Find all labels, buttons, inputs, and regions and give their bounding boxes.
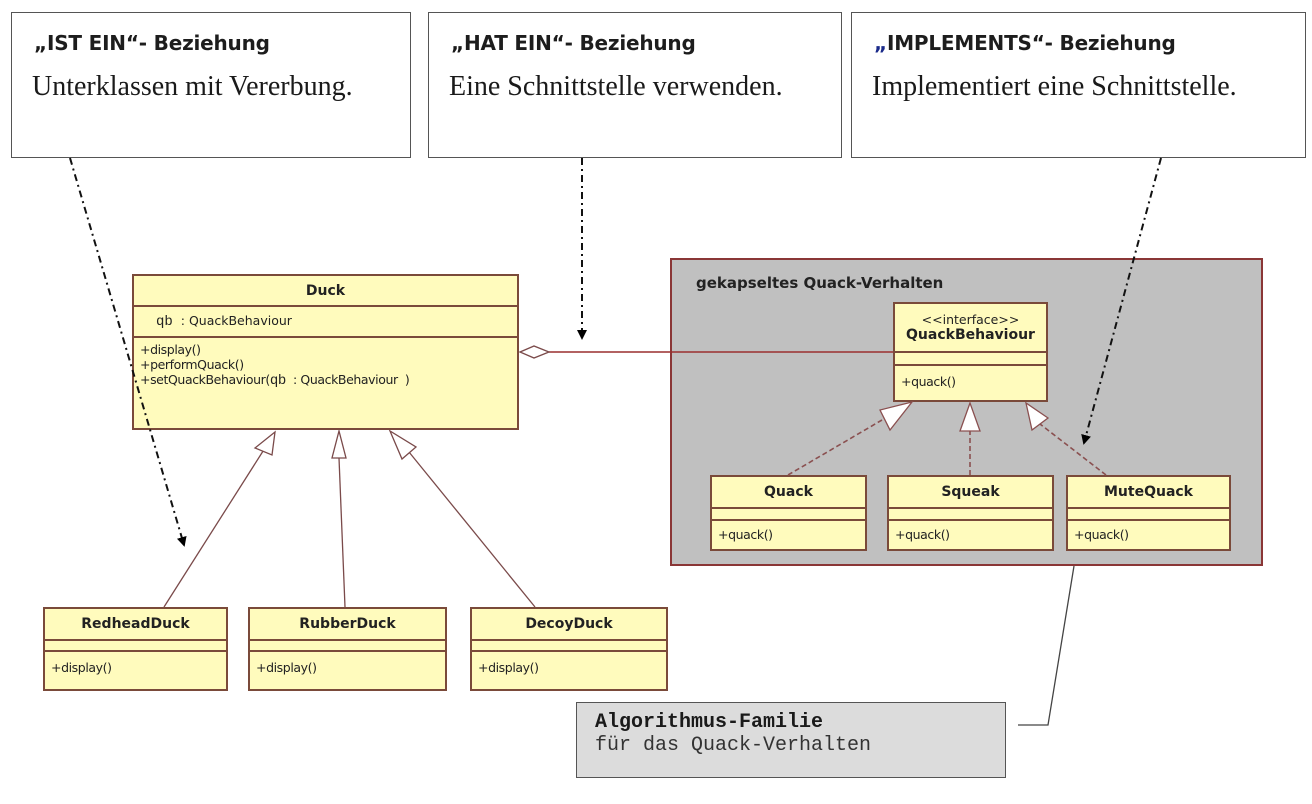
package-title: gekapseltes Quack-Verhalten bbox=[696, 274, 944, 292]
interface-stereotype: <<interface>> bbox=[921, 312, 1020, 327]
note-implements-body: Implementiert eine Schnittstelle. bbox=[872, 71, 1237, 102]
class-op: +display() bbox=[478, 660, 539, 675]
inheritance-line-rubber bbox=[338, 457, 346, 608]
op-perform-quack: +performQuack() bbox=[140, 357, 244, 372]
op-display: +display() bbox=[140, 342, 201, 357]
class-decoy-duck[interactable]: DecoyDuck +display() bbox=[470, 607, 668, 691]
inheritance-arrowhead-decoy bbox=[388, 429, 418, 461]
class-duck[interactable]: Duck qb : QuackBehaviour +display() +per… bbox=[132, 274, 519, 430]
legend-algorithm-family: Algorithmus-Familie für das Quack-Verhal… bbox=[576, 702, 1006, 778]
class-mute-quack[interactable]: MuteQuack +quack() bbox=[1066, 475, 1231, 551]
note-has-a: „HAT EIN“- Beziehung Eine Schnittstelle … bbox=[428, 12, 842, 158]
class-op: +quack() bbox=[718, 527, 773, 542]
note-implements: „IMPLEMENTS“- Beziehung Implementiert ei… bbox=[851, 12, 1306, 158]
annotation-arrow-implements bbox=[1081, 157, 1162, 445]
class-attributes bbox=[889, 509, 1052, 521]
inheritance-line-redhead bbox=[163, 447, 266, 608]
note-has-a-title: „HAT EIN“- Beziehung bbox=[451, 31, 696, 55]
realization-arrowhead-mute bbox=[1025, 401, 1050, 432]
class-duck-operations: +display() +performQuack() +setQuackBeha… bbox=[134, 338, 517, 393]
class-squeak[interactable]: Squeak +quack() bbox=[887, 475, 1054, 551]
note-is-a-body: Unterklassen mit Vererbung. bbox=[32, 71, 353, 102]
class-op: +quack() bbox=[895, 527, 950, 542]
class-attributes bbox=[712, 509, 865, 521]
note-is-a: „IST EIN“- Beziehung Unterklassen mit Ve… bbox=[11, 12, 411, 158]
inheritance-arrowhead-rubber bbox=[331, 428, 347, 459]
class-name: RubberDuck bbox=[250, 609, 445, 641]
realization-arrowhead-quack bbox=[879, 400, 914, 432]
legend-line-1: Algorithmus-Familie bbox=[595, 711, 824, 734]
legend-line-2: für das Quack-Verhalten bbox=[595, 734, 872, 757]
class-attributes bbox=[1068, 509, 1229, 521]
note-has-a-body: Eine Schnittstelle verwenden. bbox=[449, 71, 783, 102]
annotation-arrow-is-a bbox=[69, 157, 187, 547]
class-redhead-duck[interactable]: RedheadDuck +display() bbox=[43, 607, 228, 691]
interface-name: <<interface>> QuackBehaviour bbox=[895, 304, 1046, 353]
class-name: DecoyDuck bbox=[472, 609, 666, 641]
inheritance-arrowhead-redhead bbox=[253, 430, 276, 456]
attr-type: : QuackBehaviour bbox=[180, 313, 292, 328]
class-rubber-duck[interactable]: RubberDuck +display() bbox=[248, 607, 447, 691]
interface-quack-behaviour[interactable]: <<interface>> QuackBehaviour +quack() bbox=[893, 302, 1048, 402]
attr-name: qb bbox=[156, 314, 173, 330]
class-op: +quack() bbox=[1074, 527, 1129, 542]
op-set-quack-behaviour: +setQuackBehaviour(qb : QuackBehaviour ) bbox=[140, 372, 410, 389]
class-op: +display() bbox=[51, 660, 112, 675]
realization-arrowhead-squeak bbox=[959, 401, 981, 432]
class-name: MuteQuack bbox=[1068, 477, 1229, 509]
class-quack[interactable]: Quack +quack() bbox=[710, 475, 867, 551]
class-attributes bbox=[45, 641, 226, 652]
class-attributes bbox=[472, 641, 666, 652]
legend-callout-line bbox=[1018, 565, 1075, 726]
interface-attributes bbox=[895, 353, 1046, 366]
realization-line-quack bbox=[787, 419, 883, 476]
class-op: +display() bbox=[256, 660, 317, 675]
class-duck-attributes: qb : QuackBehaviour bbox=[134, 307, 517, 338]
realization-line-mute bbox=[1039, 423, 1107, 476]
class-attributes bbox=[250, 641, 445, 652]
inheritance-line-decoy bbox=[408, 451, 536, 608]
note-implements-title: „IMPLEMENTS“- Beziehung bbox=[874, 31, 1176, 55]
note-is-a-title: „IST EIN“- Beziehung bbox=[34, 31, 270, 55]
interface-title: QuackBehaviour bbox=[906, 327, 1035, 343]
class-duck-name: Duck bbox=[134, 276, 517, 307]
class-name: Squeak bbox=[889, 477, 1052, 509]
class-name: RedheadDuck bbox=[45, 609, 226, 641]
aggregation-diamond bbox=[518, 345, 551, 359]
class-name: Quack bbox=[712, 477, 865, 509]
interface-op: +quack() bbox=[901, 374, 956, 389]
